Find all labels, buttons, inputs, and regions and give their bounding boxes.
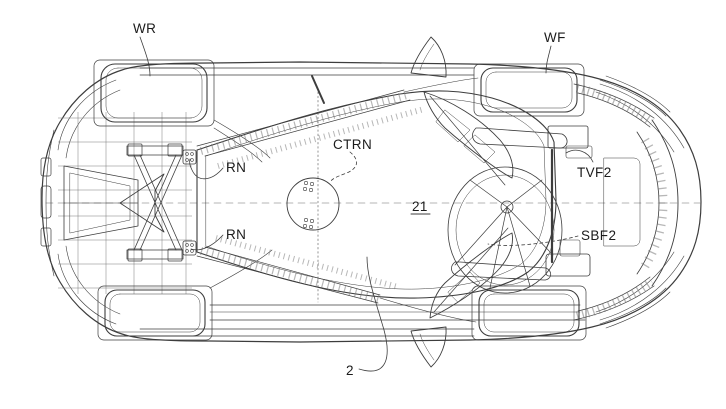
label-rn-upper: RN <box>226 160 246 175</box>
hatched-side-rails <box>196 89 425 304</box>
annotation-wr: WR <box>133 21 156 77</box>
mirror-right <box>410 326 447 368</box>
rear-arrow-member <box>119 173 165 233</box>
annotation-wf: WF <box>544 30 566 74</box>
rn-bracket-lower <box>182 240 197 256</box>
front-upper-wishbone <box>423 91 514 186</box>
rear-lights <box>40 157 52 247</box>
annotation-rn-upper: RN <box>189 158 246 180</box>
front-bumper-structure <box>599 75 679 329</box>
annotation-sbf2: SBF2 <box>487 228 616 246</box>
label-rn-lower: RN <box>226 227 246 242</box>
mirror-left <box>410 36 447 78</box>
label-wf: WF <box>544 30 566 45</box>
rear-x-brace <box>126 143 184 262</box>
wheel-rear-left <box>93 59 215 127</box>
leader-rn-lower <box>190 234 224 251</box>
annotation-2: 2 <box>346 256 388 378</box>
front-subframe <box>447 166 563 294</box>
leader-rn-upper <box>189 158 224 180</box>
exhaust-box <box>63 165 165 241</box>
front-ribbed-members <box>573 83 655 321</box>
leader-ctrn <box>329 151 357 183</box>
label-ctrn: CTRN <box>333 137 372 152</box>
annotation-tvf2: TVF2 <box>565 149 612 180</box>
label-tvf2: TVF2 <box>577 165 612 180</box>
annotation-rn-lower: RN <box>190 227 246 251</box>
leader-2 <box>358 256 388 372</box>
label-2: 2 <box>346 363 354 378</box>
label-sbf2: SBF2 <box>581 228 616 243</box>
wheel-front-left <box>473 63 585 117</box>
leader-tvf2 <box>565 149 594 163</box>
label-wr: WR <box>133 21 156 36</box>
leader-wf <box>545 45 552 74</box>
ctrn-center-circle <box>286 177 340 231</box>
wheel-front-right <box>471 285 587 341</box>
leader-sbf2 <box>487 235 579 246</box>
leader-wr <box>139 36 151 77</box>
annotation-ctrn: CTRN <box>329 137 372 183</box>
steering-and-tie-rods <box>451 125 593 281</box>
side-sills <box>139 67 586 337</box>
label-21: 21 <box>412 199 428 214</box>
front-lower-wishbone <box>429 227 513 319</box>
annotation-21: 21 <box>410 199 431 215</box>
